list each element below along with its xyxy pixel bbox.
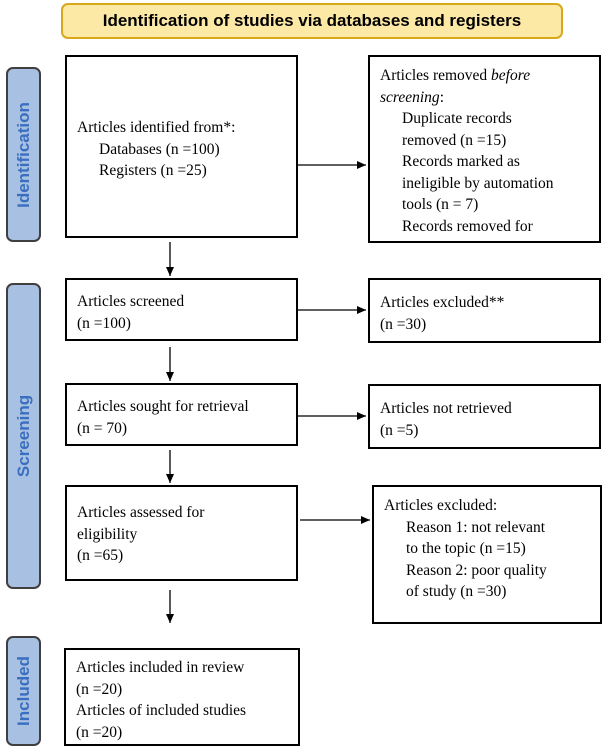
removed-ineligible-3: tools (n = 7) [402,196,479,213]
box-not-retrieved: Articles not retrieved (n =5) [368,384,601,449]
assessed-label-1: Articles assessed for [77,504,205,521]
screened-label: Articles screened [77,293,185,310]
reason-1-line-2: to the topic (n =15) [406,540,526,557]
reason-1-line-1: Reason 1: not relevant [406,518,546,536]
removed-other: Records removed for [402,217,533,235]
not-retrieved-count: (n =5) [380,421,419,439]
excluded-screening-label: Articles excluded** [380,294,505,311]
included-count-2: (n =20) [76,723,123,741]
assessed-label-2: eligibility [77,525,138,543]
excluded-eligibility-label: Articles excluded: [384,497,498,514]
box-sought-retrieval: Articles sought for retrieval (n = 70) [65,383,298,446]
included-label-1: Articles included in review [76,659,245,676]
reason-2-line-2: of study (n =30) [406,583,507,600]
identified-label: Articles identified from*: [77,119,236,136]
phase-identification: Identification [6,67,41,242]
included-count-1: (n =20) [76,680,123,698]
phase-included: Included [6,636,41,746]
box-excluded-eligibility: Articles excluded: Reason 1: not relevan… [372,485,602,624]
sought-count: (n = 70) [77,419,128,437]
removed-duplicate-1: Duplicate records [402,110,512,127]
identified-registers: Registers (n =25) [99,162,207,179]
not-retrieved-label: Articles not retrieved [380,400,512,417]
removed-duplicate-2: removed (n =15) [402,131,507,149]
box-assessed-eligibility: Articles assessed for eligibility (n =65… [65,485,298,581]
reason-2-line-1: Reason 2: poor quality [406,561,547,579]
box-screened: Articles screened (n =100) [65,278,298,341]
sought-label: Articles sought for retrieval [77,398,249,415]
identified-databases: Databases (n =100) [99,140,220,158]
removed-ineligible-1: Records marked as [402,153,520,170]
removed-heading: Articles removed before screening: [380,67,531,106]
screened-count: (n =100) [77,314,131,332]
diagram-title: Identification of studies via databases … [61,3,563,39]
box-removed-before-screening: Articles removed before screening: Dupli… [368,55,601,243]
box-included: Articles included in review (n =20) Arti… [64,648,300,746]
assessed-count: (n =65) [77,547,124,564]
excluded-screening-count: (n =30) [380,315,427,333]
phase-screening: Screening [6,283,41,589]
included-label-2: Articles of included studies [76,702,247,719]
box-identified: Articles identified from*: Databases (n … [65,55,298,238]
box-excluded-screening: Articles excluded** (n =30) [368,278,601,343]
removed-ineligible-2: ineligible by automation [402,174,554,192]
